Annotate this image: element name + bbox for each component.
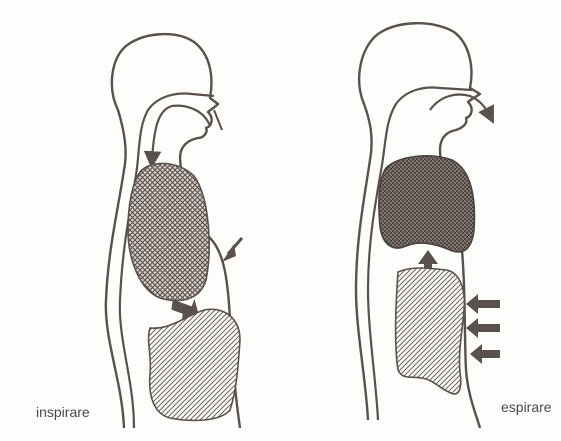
figure-inspirare	[106, 34, 242, 428]
figure-espirare	[356, 23, 500, 428]
lung-expanded	[128, 163, 209, 300]
abdomen-right	[396, 268, 465, 394]
caption-espirare: espirare	[501, 399, 552, 415]
lung-compressed	[379, 156, 475, 252]
diaphragm-arrow-up	[418, 250, 438, 270]
abdomen-left	[149, 309, 240, 420]
abdomen-arrows	[466, 294, 500, 364]
caption-inspirare: inspirare	[36, 404, 90, 420]
airway-arrow-right	[430, 95, 490, 116]
